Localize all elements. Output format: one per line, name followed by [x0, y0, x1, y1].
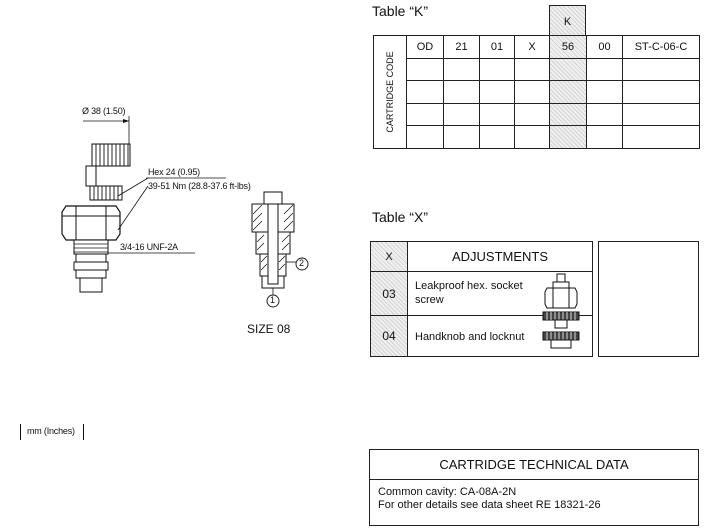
code-cell: ST-C-06-C — [634, 41, 688, 53]
code-cell: X — [528, 41, 536, 53]
technical-data-line-1: Common cavity: CA-08A-2N — [378, 486, 517, 498]
code-cell: 56 — [561, 41, 575, 53]
row-description: Leakproof hex. socket screw — [415, 280, 523, 306]
valve-side-view-drawing — [61, 116, 309, 308]
size-label: SIZE 08 — [247, 322, 291, 336]
row-code: 04 — [382, 329, 396, 343]
table-x-header-x: X — [385, 250, 393, 263]
table-k-highlight-header: K — [549, 5, 586, 36]
port-2-label: 2 — [299, 258, 305, 268]
cartridge-code-label: CARTRIDGE CODE — [385, 51, 395, 133]
code-cell: OD — [416, 41, 434, 53]
units-note: mm (Inches) — [27, 426, 75, 436]
table-x-title: Table “X” — [372, 209, 429, 225]
adjustment-illustration — [542, 273, 580, 349]
code-cell: 00 — [598, 41, 611, 53]
technical-data-box: CARTRIDGE TECHNICAL DATA Common cavity: … — [369, 449, 699, 526]
cartridge-code-label-cell: CARTRIDGE CODE — [374, 36, 406, 148]
table-k-highlight-column — [549, 36, 586, 148]
row-code: 03 — [382, 286, 396, 301]
empty-side-box — [598, 241, 699, 357]
table-x-code-column — [371, 242, 407, 356]
table-k-title: Table “K” — [372, 3, 429, 19]
port-1-label: 1 — [270, 295, 276, 305]
row-description: Handknob and locknut — [415, 331, 525, 343]
diameter-dimension-label: Ø 38 (1.50) — [82, 106, 126, 116]
torque-label: 39-51 Nm (28.8-37.6 ft-lbs) — [148, 181, 251, 191]
code-cell: 21 — [455, 41, 468, 53]
table-k: CARTRIDGE CODE OD 21 01 X 56 00 ST-C-06-… — [373, 35, 700, 149]
thread-label: 3/4-16 UNF-2A — [120, 242, 178, 252]
table-x: X ADJUSTMENTS 03 Leakproof hex. socket s… — [370, 241, 593, 357]
table-x-header-adjustments: ADJUSTMENTS — [451, 249, 549, 264]
technical-data-title: CARTRIDGE TECHNICAL DATA — [439, 457, 629, 472]
code-cell: 01 — [490, 41, 504, 53]
hex-size-label: Hex 24 (0.95) — [148, 167, 200, 177]
technical-data-line-2: For other details see data sheet RE 1832… — [378, 499, 601, 511]
units-note-bracket: mm (Inches) — [20, 424, 84, 440]
